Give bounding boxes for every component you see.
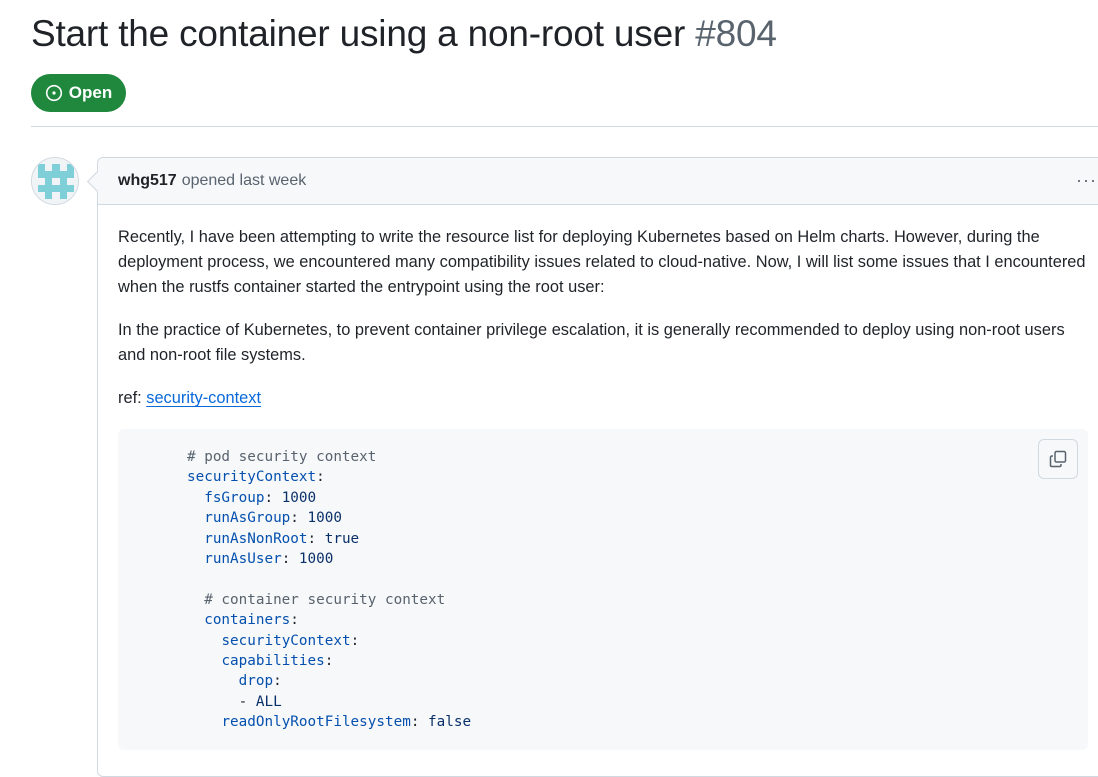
- security-context-link[interactable]: security-context: [146, 389, 262, 407]
- header-divider: [31, 126, 1098, 127]
- code-separator: :: [264, 489, 282, 506]
- issue-title-text: Start the container using a non-root use…: [31, 13, 686, 54]
- code-content: # pod security context securityContext: f…: [187, 447, 471, 732]
- code-separator: :: [290, 612, 299, 629]
- identicon-avatar: [32, 158, 78, 204]
- code-line: runAsNonRoot: true: [187, 529, 471, 549]
- code-key: drop: [238, 673, 274, 690]
- issue-opened-icon: [45, 84, 62, 102]
- code-separator: :: [273, 673, 282, 690]
- code-line: [187, 569, 471, 589]
- code-separator: :: [350, 632, 360, 649]
- code-line: capabilities:: [187, 651, 471, 671]
- code-comment: # container security context: [204, 591, 446, 608]
- code-separator: -: [238, 693, 256, 710]
- code-line: fsGroup: 1000: [187, 488, 471, 508]
- code-key: securityContext: [221, 632, 351, 649]
- code-key: runAsGroup: [204, 510, 291, 527]
- issue-number: #804: [695, 13, 777, 54]
- code-comment: # pod security context: [187, 449, 377, 465]
- code-separator: :: [316, 469, 325, 486]
- code-key: runAsUser: [204, 550, 282, 567]
- code-line: securityContext:: [187, 467, 471, 487]
- code-separator: :: [307, 530, 325, 547]
- code-separator: :: [324, 652, 334, 669]
- code-separator: :: [410, 714, 429, 731]
- copy-button[interactable]: [1038, 439, 1078, 479]
- code-line: containers:: [187, 610, 471, 630]
- ref-prefix: ref:: [118, 389, 142, 407]
- comment-body: Recently, I have been attempting to writ…: [98, 205, 1098, 411]
- code-separator: :: [281, 550, 299, 567]
- code-block: # pod security context securityContext: f…: [118, 429, 1088, 750]
- code-line: runAsUser: 1000: [187, 549, 471, 569]
- code-separator: :: [290, 510, 308, 527]
- issue-title: Start the container using a non-root use…: [31, 10, 777, 58]
- code-value: true: [324, 530, 360, 547]
- code-line: runAsGroup: 1000: [187, 508, 471, 528]
- issue-state-badge: Open: [31, 74, 126, 112]
- code-value: 1000: [307, 510, 342, 527]
- code-key: capabilities: [221, 652, 325, 669]
- code-value: 1000: [298, 550, 334, 567]
- code-key: runAsNonRoot: [204, 530, 308, 547]
- comment-paragraph: In the practice of Kubernetes, to preven…: [118, 321, 1065, 364]
- ref-line: ref: security-context: [118, 386, 1093, 411]
- code-value: 1000: [281, 489, 317, 506]
- code-line: readOnlyRootFilesystem: false: [187, 712, 471, 732]
- code-key: readOnlyRootFilesystem: [221, 714, 411, 731]
- kebab-horizontal-icon[interactable]: ···: [1076, 170, 1097, 190]
- comment-meta: opened last week: [181, 172, 307, 189]
- avatar[interactable]: [31, 157, 79, 205]
- code-key: fsGroup: [204, 489, 265, 506]
- issue-comment: whg517 opened last week ··· Recently, I …: [97, 157, 1098, 777]
- code-line: # pod security context: [187, 447, 471, 467]
- comment-header: whg517 opened last week ···: [98, 158, 1098, 205]
- comment-author[interactable]: whg517: [118, 172, 177, 189]
- copy-icon: [1049, 450, 1067, 468]
- code-line: drop:: [187, 671, 471, 691]
- code-value: ALL: [255, 693, 282, 710]
- code-line: securityContext:: [187, 631, 471, 651]
- code-value: false: [428, 714, 472, 731]
- code-key: securityContext: [187, 469, 317, 486]
- comment-paragraph: Recently, I have been attempting to writ…: [118, 228, 1086, 296]
- code-key: containers: [204, 612, 291, 629]
- issue-state-label: Open: [68, 83, 113, 102]
- code-line: - ALL: [187, 692, 471, 712]
- code-line: # container security context: [187, 590, 471, 610]
